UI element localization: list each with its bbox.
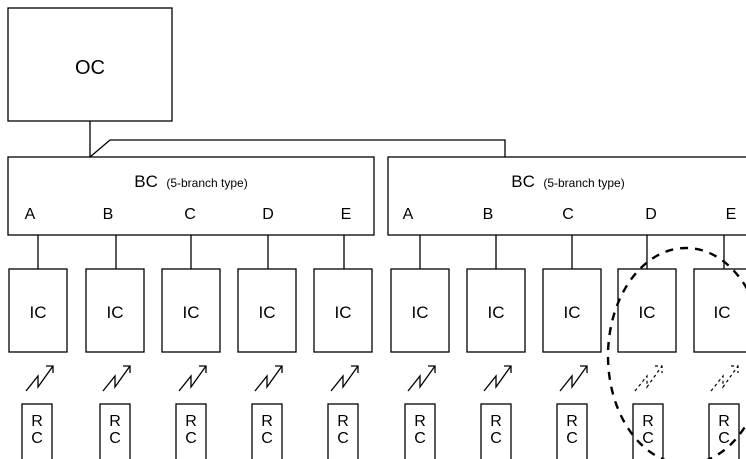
indoor-unit-label: IC — [30, 303, 47, 322]
bc-2-type-note: (5-branch type) — [543, 176, 624, 190]
wireless-link-icon — [407, 365, 436, 392]
bc-1-port-a: A — [25, 206, 36, 223]
highlight-ellipse — [606, 246, 746, 459]
indoor-unit-label: IC — [335, 303, 352, 322]
indoor-unit-label: IC — [107, 303, 124, 322]
branch-pipes — [37, 235, 725, 269]
wireless-link-icon — [559, 365, 588, 392]
dashed-wireless-link-icon — [710, 365, 739, 392]
indoor-unit: IC — [466, 268, 526, 353]
indoor-unit-label: IC — [639, 303, 656, 322]
outdoor-unit-label: OC — [75, 57, 105, 79]
remote-links — [25, 365, 739, 392]
indoor-unit: IC — [161, 268, 221, 353]
indoor-unit-label: IC — [714, 303, 731, 322]
bc-1-port-c: C — [184, 206, 196, 223]
indoor-unit: IC — [693, 268, 746, 353]
svg-text:BC (5-branch type): BC (5-branch type) — [134, 172, 247, 191]
wireless-link-icon — [483, 365, 512, 392]
bc-1-port-d: D — [262, 206, 274, 223]
dashed-wireless-link-icon — [634, 365, 663, 392]
bc-2-port-a: A — [403, 206, 414, 223]
bc-1-label: BC — [134, 172, 158, 191]
indoor-unit-label: IC — [564, 303, 581, 322]
indoor-unit-label: IC — [259, 303, 276, 322]
indoor-unit: IC — [390, 268, 450, 353]
indoor-unit-label: IC — [183, 303, 200, 322]
branch-controller-1: BC (5-branch type) A B C D E — [7, 156, 375, 236]
indoor-unit: IC — [237, 268, 297, 353]
wireless-link-icon — [330, 365, 359, 392]
indoor-unit-label: IC — [412, 303, 429, 322]
bc-2-port-b: B — [483, 206, 494, 223]
wireless-link-icon — [254, 365, 283, 392]
branch-controller-2: BC (5-branch type) A B C D E — [387, 156, 746, 236]
indoor-unit: IC — [617, 268, 677, 353]
indoor-unit: IC — [542, 268, 602, 353]
indoor-unit: IC — [313, 268, 373, 353]
bc-2-port-c: C — [562, 206, 574, 223]
bc-1-port-e: E — [341, 206, 352, 223]
indoor-unit: IC — [85, 268, 145, 353]
wireless-link-icon — [25, 365, 54, 392]
indoor-unit: IC — [8, 268, 68, 353]
outdoor-unit: OC — [7, 7, 173, 122]
indoor-units: IC IC IC IC IC IC IC IC — [8, 268, 746, 353]
bc-1-port-b: B — [103, 206, 114, 223]
wireless-link-icon — [178, 365, 207, 392]
main-pipe — [89, 121, 506, 158]
bc-2-port-d: D — [645, 206, 657, 223]
indoor-unit-label: IC — [488, 303, 505, 322]
bc-2-label: BC — [511, 172, 535, 191]
wireless-link-icon — [102, 365, 131, 392]
bc-2-port-e: E — [726, 206, 737, 223]
bc-1-type-note: (5-branch type) — [166, 176, 247, 190]
svg-text:BC (5-branch type): BC (5-branch type) — [511, 172, 624, 191]
